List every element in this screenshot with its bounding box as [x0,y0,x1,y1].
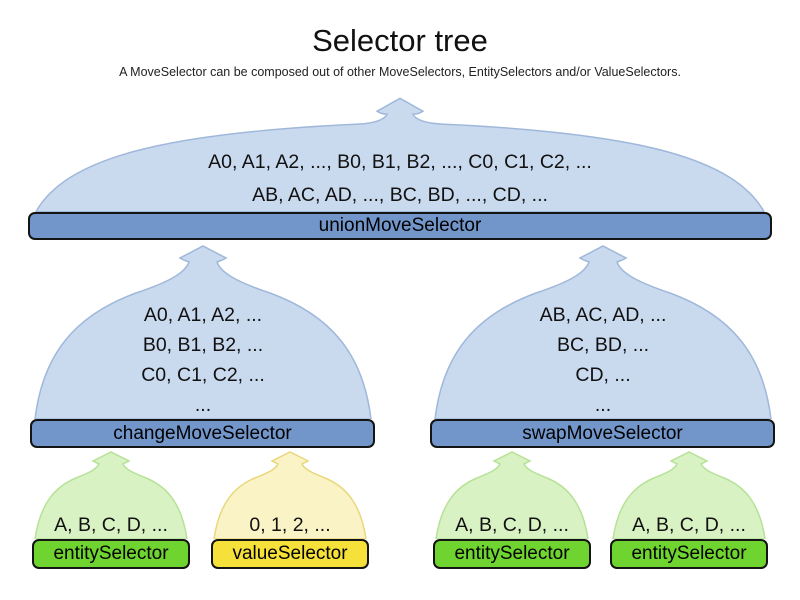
change-set-line: C0, C1, C2, ... [141,364,265,386]
union-set-text: A0, A1, A2, ..., B0, B1, B2, ..., C0, C1… [30,146,770,212]
change-set-line: A0, A1, A2, ... [143,304,263,326]
swap-set-line: BC, BD, ... [556,334,650,356]
entity-right-cloud-arrow-shape [612,451,766,539]
swap-set-text: AB, AC, AD, ... BC, BD, ... CD, ... ... [431,300,775,420]
entity-selector-mid-bar: entitySelector [433,539,591,569]
entity-mid-set-line: A, B, C, D, ... [455,514,569,536]
change-set-line: B0, B1, B2, ... [142,334,264,356]
value-selector-label: valueSelector [232,543,348,564]
entity-selector-left-bar: entitySelector [32,539,190,569]
union-set-line: AB, AC, AD, ..., BC, BD, ..., CD, ... [252,184,548,206]
entity-selector-right-bar: entitySelector [610,539,768,569]
value-selector-bar: valueSelector [211,539,369,569]
entity-mid-cloud-arrow-shape [435,451,589,539]
entity-selector-left-label: entitySelector [53,543,169,564]
entity-selector-right-label: entitySelector [631,543,747,564]
swap-move-selector-label: swapMoveSelector [522,422,683,444]
union-cloud-arrow-shape [34,97,766,212]
swap-set-line: AB, AC, AD, ... [539,304,667,326]
value-set-text: 0, 1, 2, ... [211,510,369,540]
value-cloud-arrow-shape [213,451,367,539]
swap-move-selector-bar: swapMoveSelector [430,419,775,448]
page-title: Selector tree [312,23,488,58]
swap-set-line: ... [594,394,612,416]
swap-cloud-arrow-shape [434,245,772,419]
entity-selector-mid-label: entitySelector [454,543,570,564]
change-set-line: ... [194,394,212,416]
union-move-selector-bar: unionMoveSelector [28,212,772,240]
change-cloud-arrow-shape [34,245,372,419]
change-move-selector-bar: changeMoveSelector [30,419,375,448]
union-set-line: A0, A1, A2, ..., B0, B1, B2, ..., C0, C1… [208,151,592,173]
entity-mid-set-text: A, B, C, D, ... [433,510,591,540]
change-set-text: A0, A1, A2, ... B0, B1, B2, ... C0, C1, … [31,300,375,420]
union-move-selector-label: unionMoveSelector [318,215,482,236]
value-set-line: 0, 1, 2, ... [249,514,331,536]
entity-left-set-line: A, B, C, D, ... [54,514,168,536]
entity-right-set-line: A, B, C, D, ... [632,514,746,536]
entity-right-set-text: A, B, C, D, ... [610,510,768,540]
change-move-selector-label: changeMoveSelector [113,422,292,444]
swap-set-line: CD, ... [575,364,631,386]
entity-left-cloud-arrow-shape [34,451,188,539]
entity-left-set-text: A, B, C, D, ... [32,510,190,540]
page-subtitle: A MoveSelector can be composed out of ot… [119,65,681,79]
